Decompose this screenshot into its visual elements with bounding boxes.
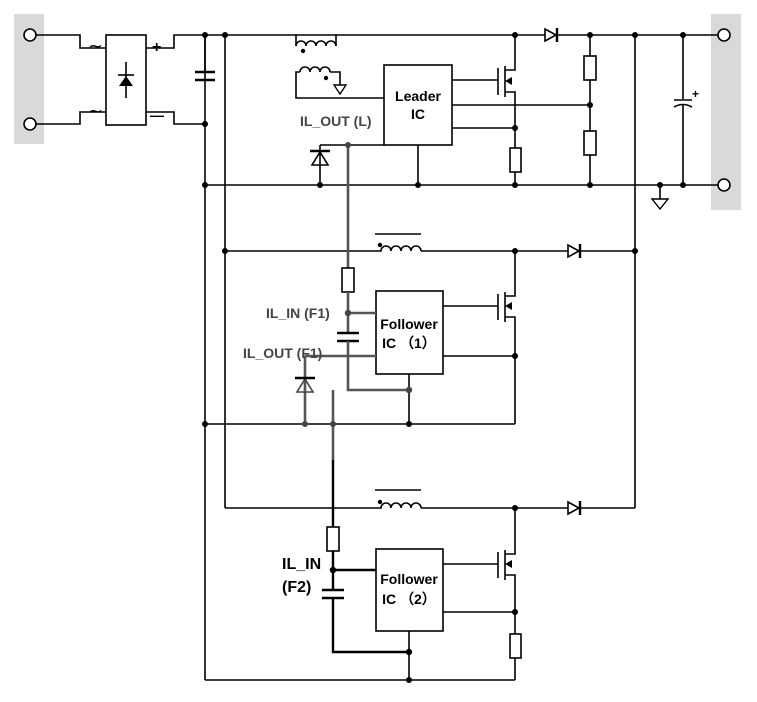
follower1-inductor — [375, 233, 422, 252]
follower2-ic: Follower IC （2） — [375, 548, 444, 632]
follower1-boost-diode — [567, 243, 582, 259]
il-in-f2-label-line2: (F2) — [282, 579, 311, 596]
il-out-l-label: IL_OUT (L) — [300, 113, 372, 129]
dc-output-terminal-top — [717, 28, 731, 42]
follower1-mosfet — [497, 251, 516, 424]
leader-mosfet — [497, 35, 516, 128]
leader-boost-diode — [544, 27, 559, 43]
dc-output-terminal-bottom — [717, 178, 731, 192]
output-divider — [583, 35, 597, 185]
leader-ic-label-line1: Leader — [395, 88, 441, 104]
output-cap-polarity: + — [692, 87, 699, 101]
leader-inductor — [295, 35, 337, 54]
junction-dots — [202, 32, 686, 683]
follower2-inductor — [375, 489, 422, 509]
follower2-boost-diode — [567, 500, 582, 516]
follower1-ic: Follower IC （1） — [375, 290, 444, 375]
input-capacitor — [195, 35, 215, 82]
bridge-rectifier: ~ ~ + — — [88, 34, 205, 126]
output-terminal-strip — [711, 14, 741, 210]
follower1-ic-label-line1: Follower — [380, 316, 438, 332]
leader-aux-winding — [295, 66, 384, 99]
il-in-f1-label: IL_IN (F1) — [266, 305, 330, 321]
follower1-il-out-diode — [295, 356, 315, 424]
leader-ic-label-line2: IC — [411, 106, 425, 122]
rectifier-ac-top-label: ~ — [88, 36, 103, 57]
rectifier-minus-label: — — [150, 107, 164, 123]
follower2-mosfet — [497, 508, 516, 634]
rectifier-ac-bottom-label: ~ — [88, 101, 103, 122]
ac-input-terminal-bottom — [23, 117, 37, 131]
ground-symbol — [650, 185, 670, 211]
follower1-ic-label-line2: IC （1） — [382, 335, 436, 351]
ac-input — [23, 28, 106, 131]
leader-ic: Leader IC — [383, 64, 453, 146]
output-capacitor: + — [673, 35, 699, 185]
follower2-ic-label-line1: Follower — [380, 571, 438, 587]
follower2-sense-resistor — [509, 633, 522, 659]
leader-sense-resistor — [509, 147, 522, 173]
ac-input-terminal-top — [23, 28, 37, 42]
il-out-f1-label: IL_OUT (F1) — [243, 345, 322, 361]
il-sense-line-f2 — [322, 424, 409, 654]
follower2-ic-label-line2: IC （2） — [382, 591, 436, 607]
il-in-f2-label-line1: IL_IN — [282, 556, 321, 573]
leader-il-out-diode — [310, 145, 330, 185]
